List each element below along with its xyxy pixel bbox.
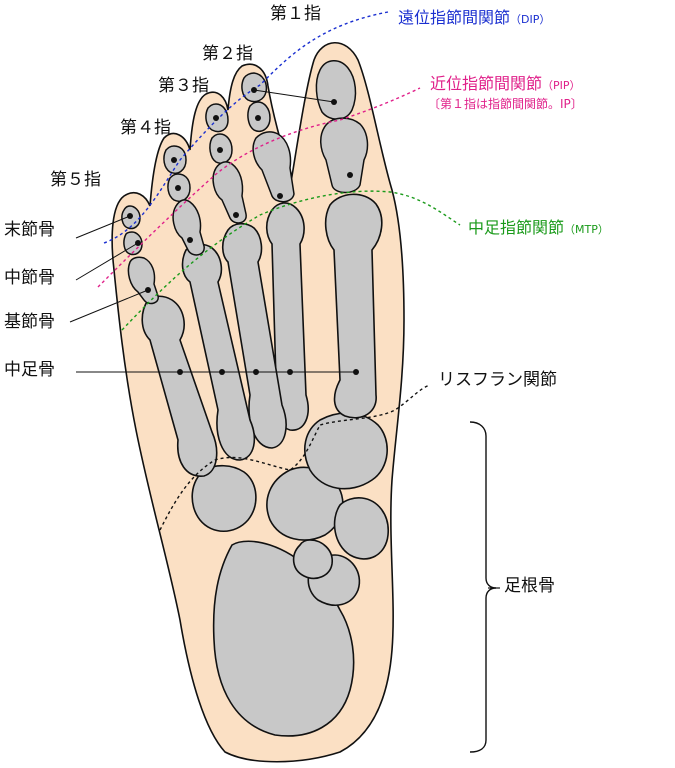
metatarsal-bones [141,193,383,477]
mtp-joint-abbr: （MTP） [564,223,609,236]
mtp-joint-name: 中足指節関節 [468,218,565,237]
toe-1-label: 第１指 [270,4,321,24]
proximal-phalanx-label: 基節骨 [4,312,55,332]
dip-joint-abbr: （DIP） [510,13,551,26]
tarsal-bracket [469,421,497,753]
pip-joint-line [97,87,421,288]
leader-lines [69,89,356,373]
dip-joint-label: 遠位指節間関節（DIP） [398,10,550,26]
mtp-joint-line [121,190,461,331]
tarsal-bones [191,412,389,737]
toe-2-label: 第２指 [202,44,253,64]
tarsal-label: 足根骨 [504,576,555,596]
dip-joint-name: 遠位指節間関節 [398,8,511,27]
lisfranc-joint-label: リスフラン関節 [438,370,557,390]
toe-3-label: 第３指 [158,76,209,96]
toe-5-label: 第５指 [50,170,101,190]
distal-phalanx-label: 末節骨 [4,220,55,240]
mtp-joint-label: 中足指節関節（MTP） [468,220,609,236]
pip-joint-label: 近位指節間関節（PIP） [430,76,581,92]
dip-joint-line [103,11,389,244]
joint-dots [127,87,359,375]
pip-joint-abbr: （PIP） [542,79,581,92]
middle-phalanx-label: 中節骨 [4,268,55,288]
metatarsal-label: 中足骨 [4,360,55,380]
lisfranc-joint-line [159,384,431,531]
pip-joint-note: 〔第１指は指節間関節。IP〕 [428,97,583,111]
pip-joint-name: 近位指節間関節 [430,74,543,93]
toe-4-label: 第４指 [120,118,171,138]
